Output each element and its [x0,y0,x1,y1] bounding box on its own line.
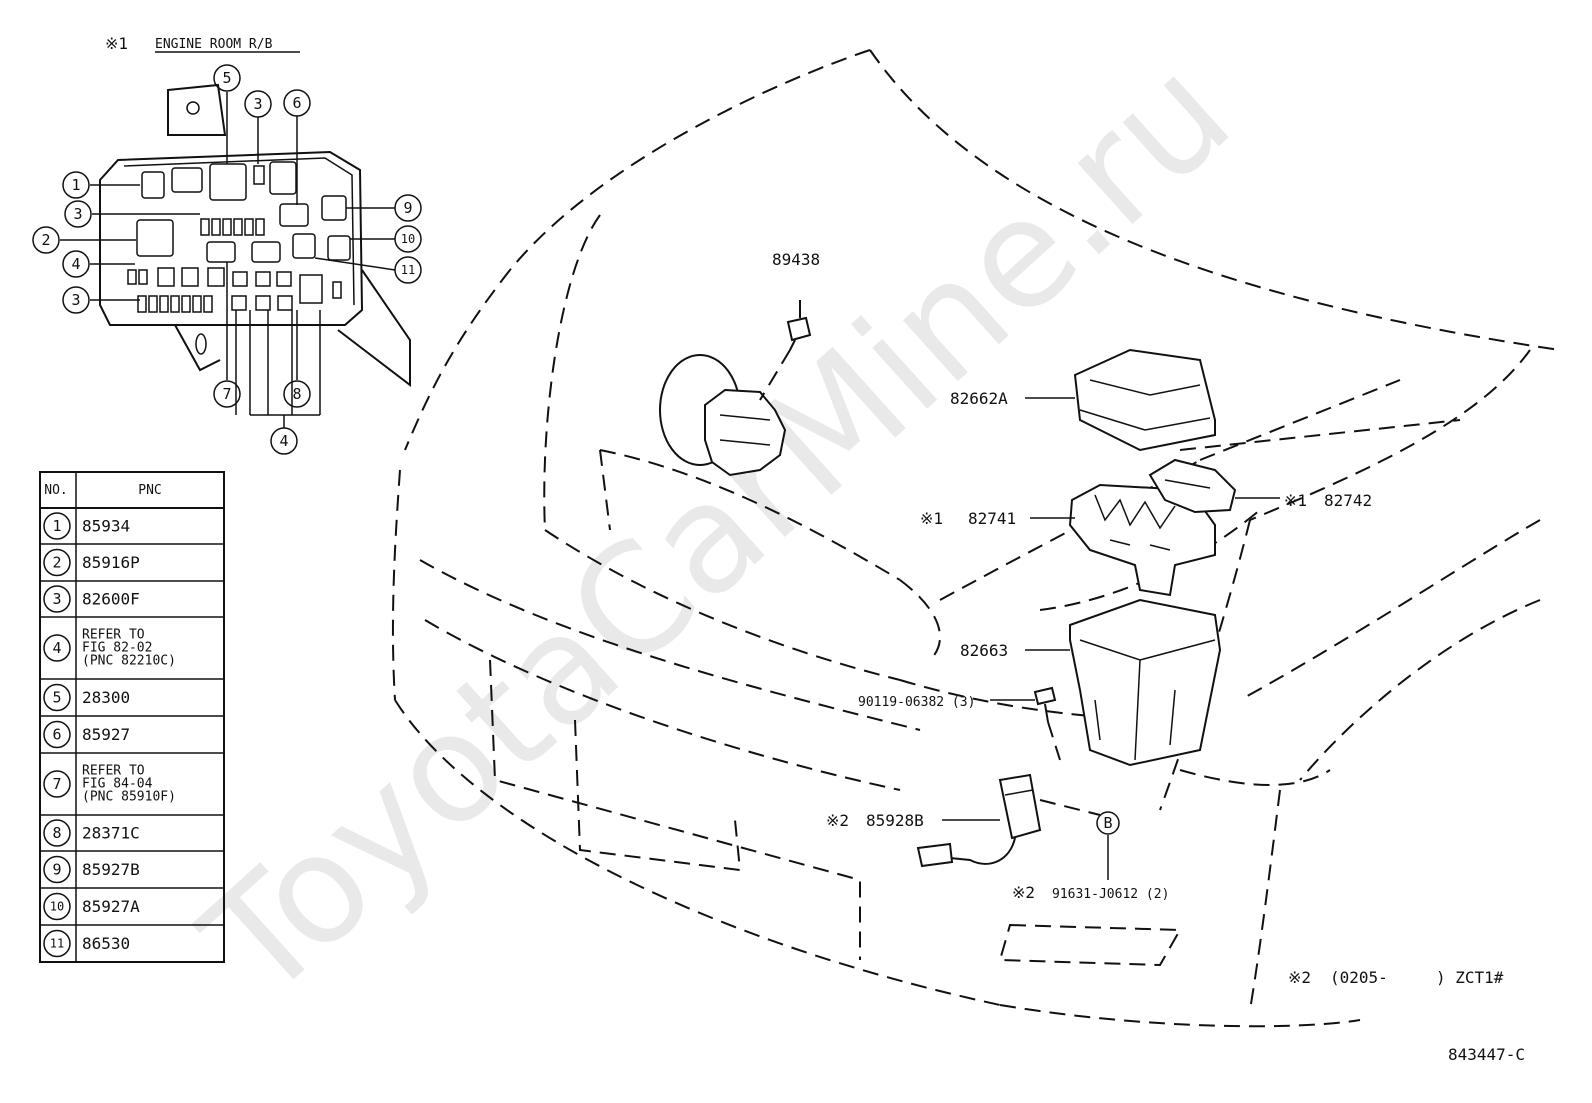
inset-callout-6: 6 [283,89,311,117]
sensor-89438[interactable] [759,300,812,401]
table-row-pnc: 85927 [82,725,130,744]
relay-block-cover-82662A[interactable] [1073,348,1216,452]
table-row-pnc: (PNC 82210C) [82,654,176,669]
svg-text:10: 10 [401,232,415,246]
figure-id: 843447-C [1448,1045,1525,1064]
svg-text:7: 7 [222,385,231,403]
engine-component [659,354,787,477]
svg-text:3: 3 [253,95,262,113]
label-82663: 82663 [960,641,1008,660]
table-row-pnc: REFER TO [82,628,145,643]
svg-text:2: 2 [41,231,50,249]
table-row-pnc: REFER TO [82,764,145,779]
inset-callout-8: 8 [283,380,311,408]
table-row-pnc: FIG 84-04 [82,777,153,792]
table-row-number: 6 [52,726,61,744]
table-row-number: 4 [52,639,61,657]
inset-title: ENGINE ROOM R/B [155,37,273,52]
inset-callout-2: 2 [32,226,60,254]
table-row-number: 1 [52,517,61,535]
svg-text:1: 1 [71,176,80,194]
table-row-pnc: 28300 [82,688,130,707]
table-row-number-circle [43,683,71,712]
reference-b-letter: B [1103,814,1112,832]
table-row-number-circle [43,720,71,749]
table-row-pnc: 85927A [82,897,140,916]
svg-text:3: 3 [71,291,80,309]
label-82662A: 82662A [950,389,1008,408]
table-row-pnc: FIG 82-02 [82,641,152,656]
table-header-no: NO. [44,483,67,498]
table-row-number-circle [43,892,71,921]
table-row-pnc: 85916P [82,553,140,572]
relay-block-case-82663[interactable] [1069,598,1222,767]
table-row-number-circle [43,585,71,613]
svg-text:8: 8 [292,385,301,403]
inset-callout-1: 1 [62,171,90,199]
table-row-pnc: 85934 [82,517,130,536]
svg-text:4: 4 [279,432,288,450]
svg-text:9: 9 [403,199,412,217]
table-row-number-circle [43,819,71,847]
footnote-text: (0205- ) ZCT1# [1330,968,1504,987]
inset-callout-7: 7 [213,380,241,408]
table-row-pnc: 28371C [82,824,140,843]
label-82742: 82742 [1324,491,1372,510]
inset-callout-3b: 3 [62,286,90,314]
mark-82742: ※1 [1284,491,1307,510]
svg-text:6: 6 [292,94,301,112]
footnote-mark: ※2 [1288,968,1311,987]
table-row-pnc: 82600F [82,590,140,609]
table-row-number-circle [43,548,71,577]
inset-engine-room-rb: ※1 ENGINE ROOM R/B [32,34,422,455]
inset-callout-3a: 3 [64,200,92,228]
table-row-number-circle [43,634,71,662]
table-row-number: 8 [52,824,61,842]
label-90119: 90119-06382 (3) [858,695,975,710]
svg-text:11: 11 [401,263,415,277]
inset-callout-3c: 3 [244,90,272,118]
reference-b-circle [1096,811,1120,835]
bracket-82742[interactable] [1148,458,1237,514]
bolt-90119-06382[interactable] [1033,686,1061,761]
table-row-number-circle [43,855,71,884]
table-row-number: 5 [52,689,61,707]
mark-91631: ※2 [1012,883,1035,902]
table-row-pnc: 85927B [82,860,140,879]
inset-callout-11: 11 [394,256,422,284]
inset-callout-4b: 4 [270,427,298,455]
label-85928B: 85928B [866,811,924,830]
table-header-pnc: PNC [138,483,161,498]
sensor-85928B[interactable] [916,773,1101,868]
inset-callout-10: 10 [394,225,422,253]
table-row-number: 2 [52,554,61,572]
table-row-number: 7 [52,775,61,793]
table-row-number: 11 [50,937,64,951]
inset-mark: ※1 [105,34,128,53]
inset-callout-5: 5 [213,64,241,92]
table-row-number: 3 [52,590,61,608]
table-row-number: 9 [52,861,61,879]
inset-callout-9: 9 [394,194,422,222]
svg-text:3: 3 [73,205,82,223]
table-row-number-circle [43,929,71,958]
table-row-number: 10 [50,900,64,914]
label-91631: 91631-J0612 (2) [1052,887,1169,902]
table-row-pnc: 86530 [82,934,130,953]
svg-text:5: 5 [222,69,231,87]
label-89438: 89438 [772,250,820,269]
table-row-pnc: (PNC 85910F) [82,790,176,805]
inset-callout-4a: 4 [62,250,90,278]
mark-82741: ※1 [920,509,943,528]
car-body-outline [391,49,1561,1028]
mark-85928B: ※2 [826,811,849,830]
svg-text:4: 4 [71,255,80,273]
label-82741: 82741 [968,509,1016,528]
table-row-number-circle [43,770,71,798]
table-row-number-circle [43,512,71,540]
